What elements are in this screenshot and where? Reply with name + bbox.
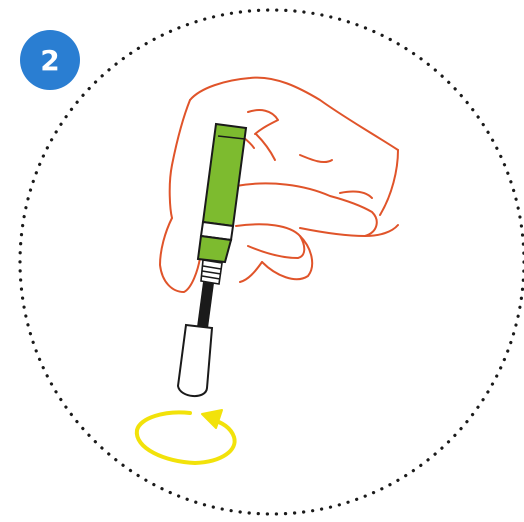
circular-arrow-icon	[137, 410, 235, 463]
step-number-badge: 2	[20, 30, 80, 90]
step-number: 2	[40, 44, 59, 77]
applicator-tip	[178, 325, 212, 396]
applicator-cap	[203, 124, 246, 226]
applicator-icon	[178, 124, 246, 396]
dotted-circle-border	[20, 10, 524, 514]
hand-icon	[160, 78, 398, 292]
